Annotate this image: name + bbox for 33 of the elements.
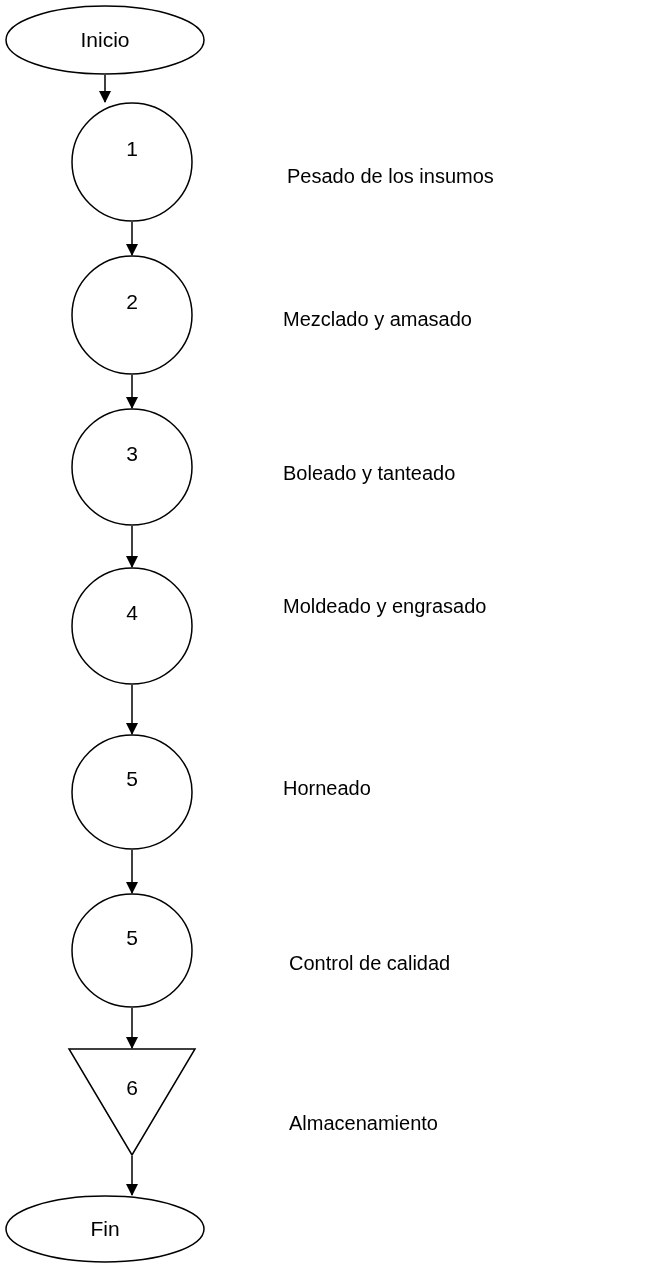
terminal-ellipse (5, 5, 205, 75)
arrow (126, 684, 138, 735)
arrow (126, 374, 138, 409)
step-description: Moldeado y engrasado (283, 595, 487, 618)
node-label: 1 (126, 137, 138, 161)
storage-triangle (68, 1048, 196, 1156)
node-label: 5 (126, 925, 138, 950)
step-description: Boleado y tanteado (283, 462, 456, 485)
node-label: 4 (126, 601, 138, 625)
operation-circle (71, 255, 193, 375)
node-label: Inicio (80, 28, 130, 52)
step-description: Mezclado y amasado (283, 308, 472, 331)
step-description: Almacenamiento (289, 1112, 438, 1135)
arrow (126, 525, 138, 568)
node-label: 5 (126, 767, 138, 791)
step-description: Control de calidad (289, 952, 451, 975)
operation-circle (71, 893, 193, 1008)
arrow (126, 849, 138, 894)
operation-circle (71, 102, 193, 222)
operation-circle (71, 734, 193, 850)
node-label: 6 (126, 1076, 138, 1100)
terminal-ellipse (5, 1195, 205, 1263)
operation-circle (71, 408, 193, 526)
arrow (126, 1155, 138, 1196)
step-description: Pesado de los insumos (287, 165, 494, 188)
step-description: Horneado (283, 777, 371, 800)
node-label: 2 (126, 290, 138, 314)
arrow (126, 1007, 138, 1049)
node-label: 3 (126, 442, 138, 466)
node-label: Fin (90, 1217, 120, 1241)
arrow (99, 74, 111, 103)
arrow (126, 221, 138, 256)
operation-circle (71, 567, 193, 685)
